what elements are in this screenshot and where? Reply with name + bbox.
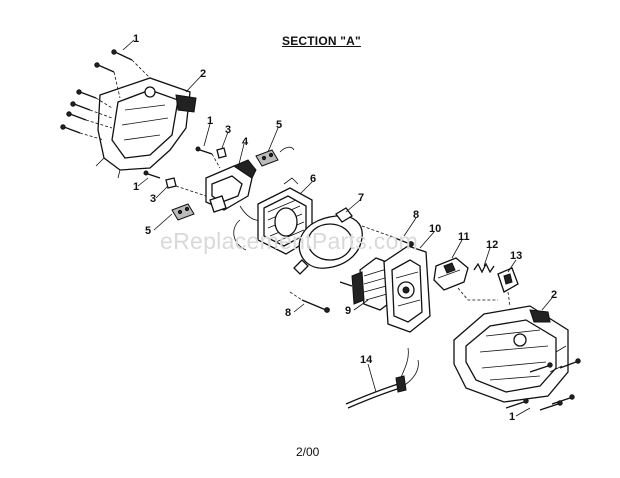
callout-label: 1 <box>133 181 140 193</box>
callout-label: 6 <box>310 173 317 185</box>
callout-label: 4 <box>242 136 249 148</box>
baffle-ring <box>293 207 363 275</box>
switch <box>433 257 469 291</box>
callout-label: 14 <box>360 354 373 366</box>
callout-label: 2 <box>551 289 558 301</box>
footer-date: 2/00 <box>296 445 320 459</box>
trigger <box>457 267 519 307</box>
callout-label: 12 <box>486 239 499 251</box>
callout-label: 1 <box>133 33 140 45</box>
callout-label: 5 <box>145 225 152 237</box>
callout-label: 9 <box>345 305 352 317</box>
housing-left <box>95 77 197 179</box>
callout-label: 2 <box>200 68 207 80</box>
callout-label: 3 <box>225 124 232 136</box>
callout-label: 8 <box>413 209 420 221</box>
callout-label: 5 <box>276 119 283 131</box>
cord-tie <box>345 347 419 409</box>
callout-label: 3 <box>150 193 157 205</box>
screws-top <box>60 49 151 141</box>
section-title: SECTION "A" <box>282 34 361 48</box>
spring <box>473 262 495 274</box>
watermark-text: eReplacementParts.com <box>160 228 419 254</box>
callout-label: 10 <box>429 223 442 235</box>
callout-label: 8 <box>285 307 292 319</box>
long-screws <box>289 225 414 313</box>
callout-label: 1 <box>207 115 214 127</box>
callout-label: 11 <box>458 231 470 243</box>
end-bell <box>383 245 431 333</box>
housing-right <box>453 305 569 403</box>
brush-holder <box>143 146 263 221</box>
callout-label: 13 <box>510 250 523 262</box>
callout-label: 1 <box>509 411 516 423</box>
callout-label: 7 <box>358 192 365 204</box>
screws-bottom <box>505 358 581 411</box>
leader-lines <box>122 39 553 417</box>
brushes <box>171 146 295 221</box>
